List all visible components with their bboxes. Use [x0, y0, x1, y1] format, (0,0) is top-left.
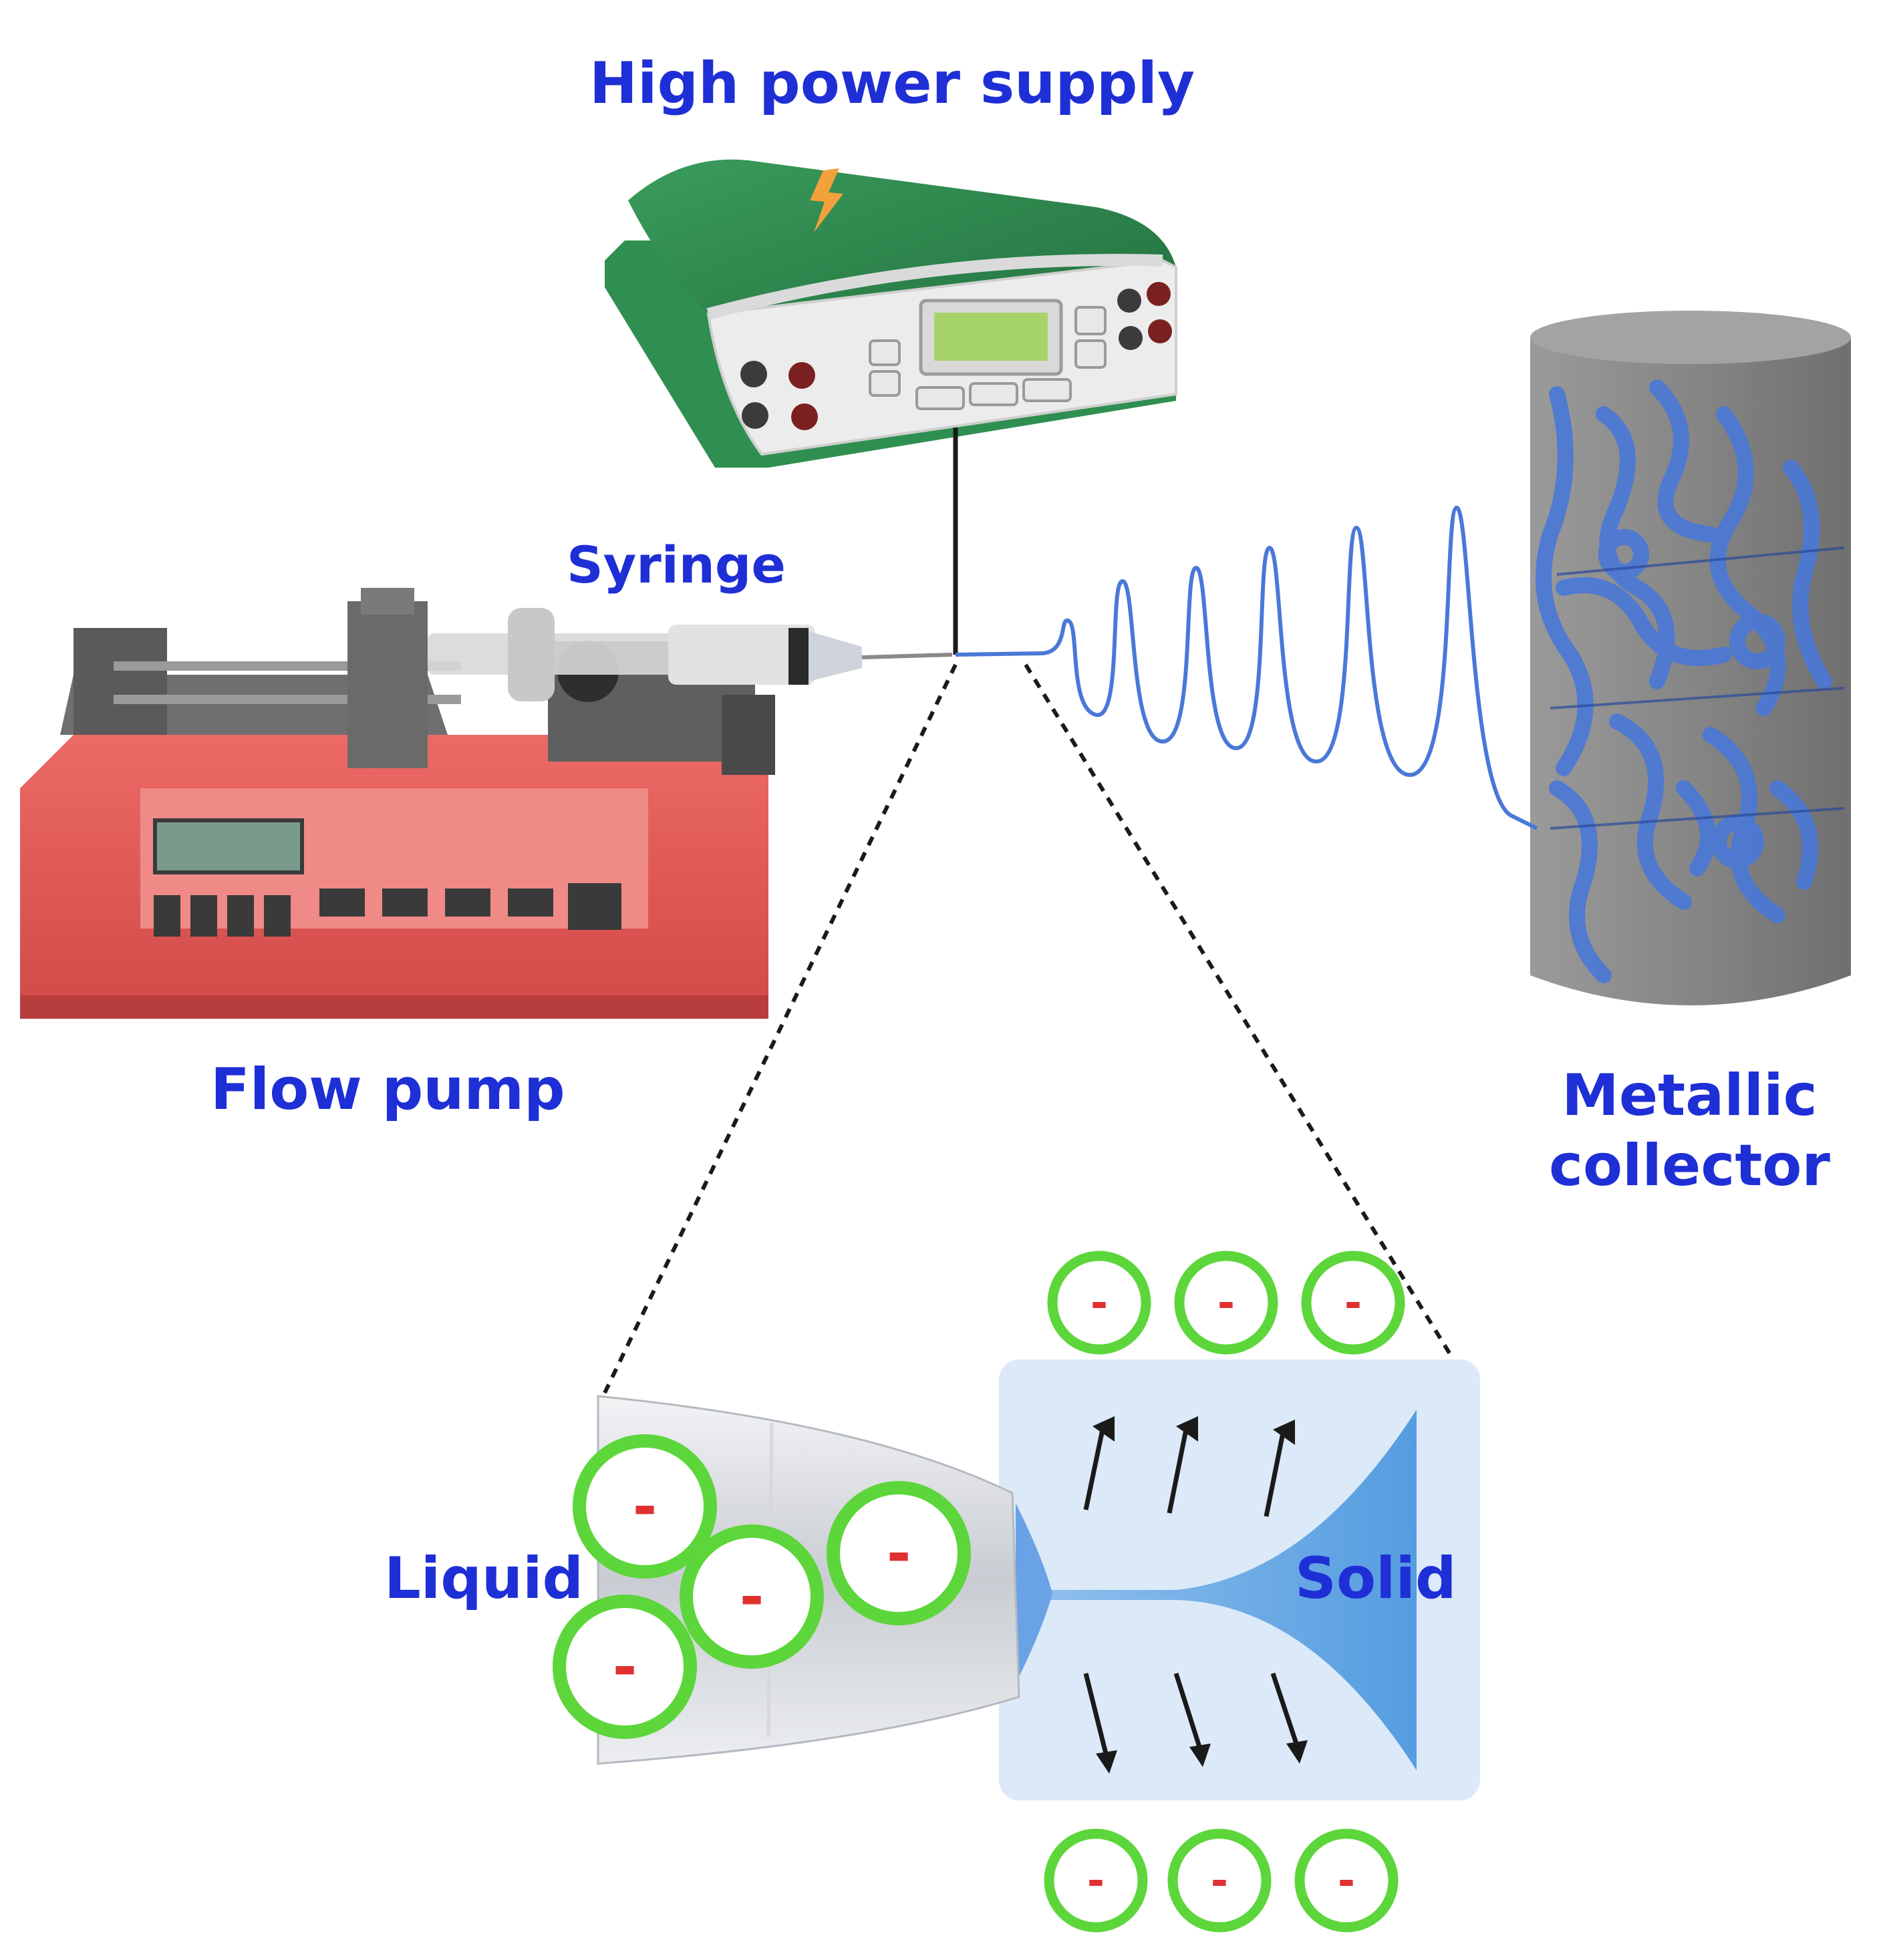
charge-minus-sign: - [1211, 1856, 1228, 1905]
high-power-supply [605, 159, 1177, 468]
charge-ring [553, 1595, 697, 1739]
metallic-collector [1530, 311, 1851, 1005]
charge-ring [1301, 1251, 1405, 1355]
charge-minus-sign: - [1091, 1279, 1108, 1327]
charge-ring [1294, 1828, 1399, 1933]
label-high-power-supply: High power supply [589, 50, 1195, 117]
charge-ring [1167, 1828, 1272, 1933]
charge-ring [573, 1434, 717, 1579]
label-metallic-collector-line2: collector [1549, 1132, 1830, 1199]
charge-minus-sign: - [1338, 1856, 1355, 1905]
flow-pump [20, 588, 953, 1019]
zoom-lines [603, 663, 1455, 1394]
label-solid: Solid [1295, 1545, 1457, 1612]
label-liquid: Liquid [384, 1545, 584, 1612]
charge-minus-sign: - [613, 1633, 637, 1701]
charge-minus-sign: - [887, 1519, 911, 1588]
charge-minus-sign: - [740, 1563, 764, 1631]
label-metallic-collector: Metallic collector [1549, 1061, 1830, 1201]
charge-minus-sign: - [1344, 1279, 1362, 1327]
charge-ring [1047, 1251, 1151, 1355]
charge-ring [680, 1524, 824, 1669]
charge-ring [1174, 1251, 1278, 1355]
zoom-panel [999, 1359, 1480, 1800]
charge-group: - - - - - - - - - - [553, 1251, 1405, 1933]
charge-minus-sign: - [633, 1472, 658, 1541]
charge-minus-sign: - [1087, 1856, 1105, 1905]
fiber-jet [955, 505, 1538, 830]
charge-ring [827, 1481, 971, 1625]
label-metallic-collector-line1: Metallic [1562, 1062, 1818, 1129]
label-syringe: Syringe [567, 535, 786, 595]
label-flow-pump: Flow pump [210, 1056, 565, 1123]
charge-ring [1044, 1828, 1148, 1933]
charge-minus-sign: - [1217, 1279, 1235, 1327]
